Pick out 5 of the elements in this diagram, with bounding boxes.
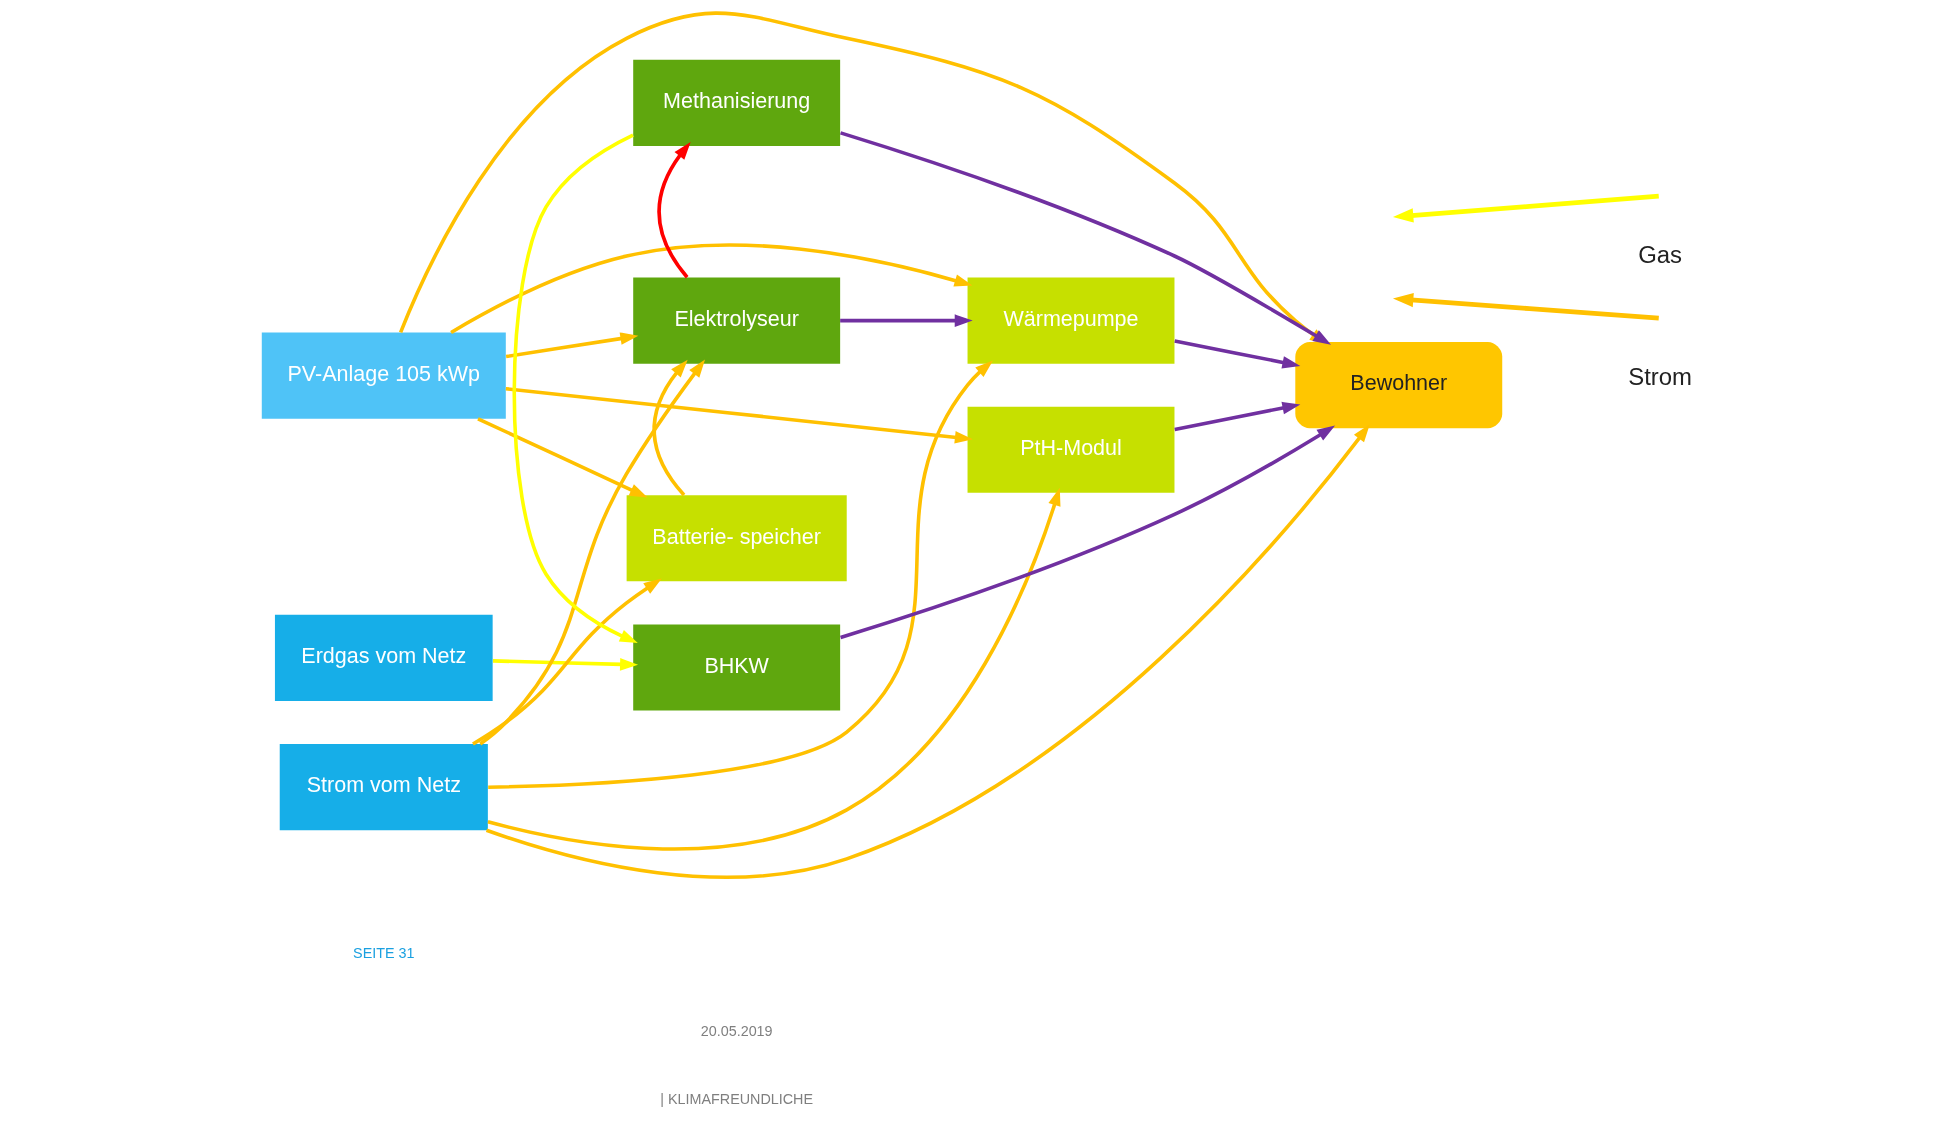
label: SEITE 31	[352, 945, 414, 962]
label: | KLIMAFREUNDLICHE	[659, 1091, 813, 1108]
legend-label: Strom	[1627, 363, 1692, 391]
legend-label: Gas	[1637, 241, 1682, 269]
label: 20.05.2019	[700, 1023, 773, 1040]
